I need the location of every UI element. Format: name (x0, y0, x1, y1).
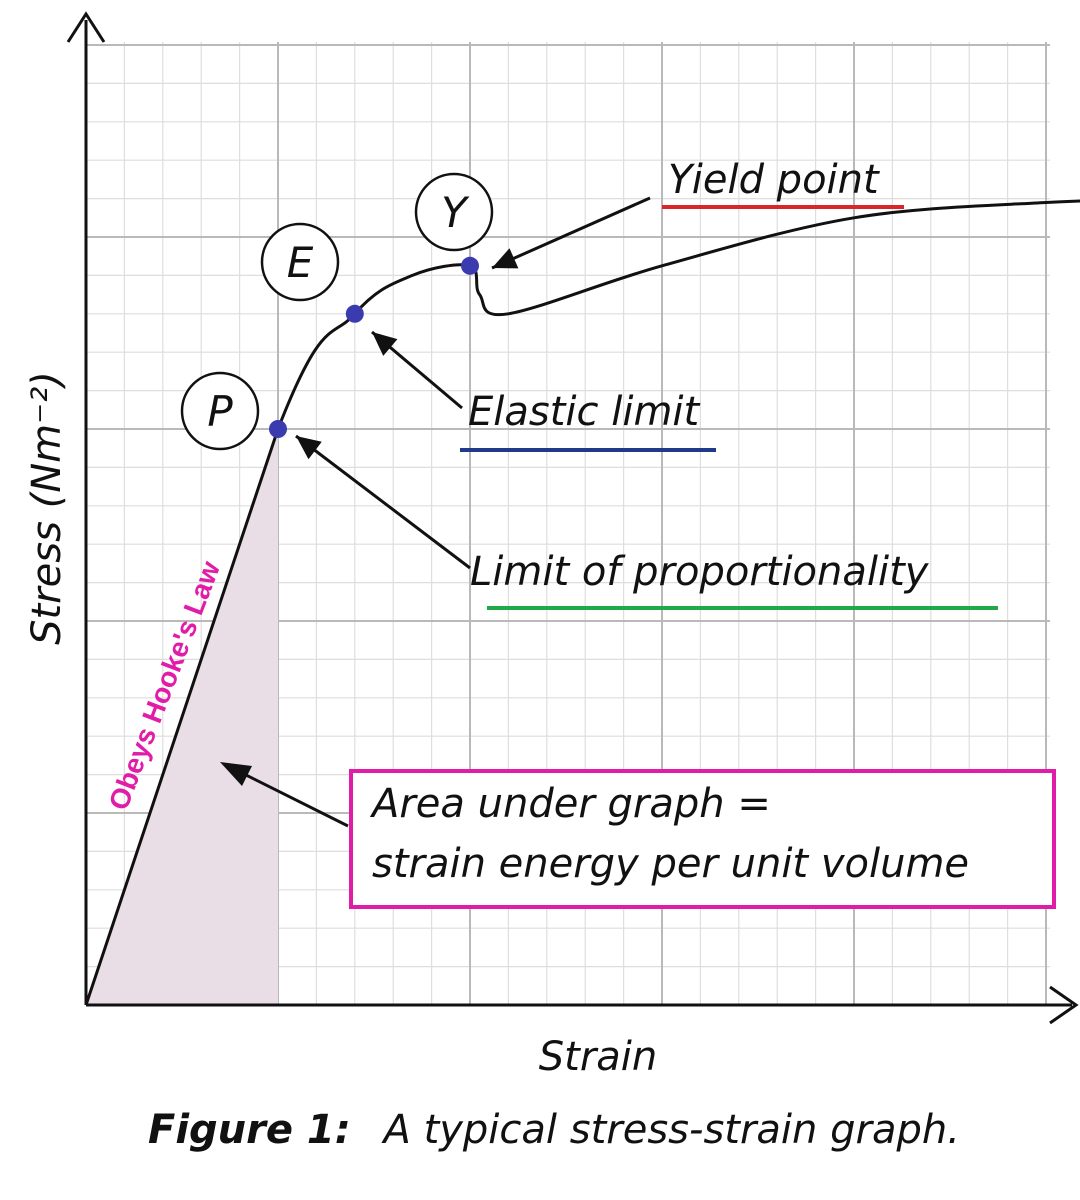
area-note-box (349, 769, 1056, 909)
point-label-p: P (207, 387, 233, 436)
annotation-arrowhead-e (372, 332, 398, 356)
annotation-arrowhead-p (296, 436, 322, 460)
area-note-line-1: Area under graph = (369, 781, 771, 827)
area-note-line-2: strain energy per unit volume (372, 841, 969, 887)
annotation-y: Yield point (668, 157, 880, 203)
y-axis-arrowhead (66, 11, 106, 43)
x-axis-title: Strain (539, 1034, 658, 1080)
stress-strain-curve (84, 199, 1080, 1006)
caption-text: A typical stress-strain graph. (380, 1107, 959, 1153)
annotation-arrow-p (295, 434, 471, 570)
annotation-e: Elastic limit (468, 389, 701, 435)
area-note-arrowhead (220, 762, 252, 786)
point-e (345, 304, 364, 323)
chart-marks: P Limit of proportionality E Elastic limit Y… (180, 157, 998, 610)
figure-caption: Figure 1: A typical stress-strain graph. (148, 1107, 960, 1153)
x-axis-arrowhead (1049, 985, 1079, 1025)
point-label-circle-y (414, 172, 494, 252)
annotation-arrow-y (491, 196, 651, 270)
area-note-arrow (231, 766, 349, 828)
point-label-e: E (287, 238, 314, 287)
point-group-y: Y Yield point (414, 157, 904, 275)
point-label-circle-e (260, 222, 340, 302)
point-label-circle-p (180, 371, 260, 451)
point-group-p: P Limit of proportionality (180, 371, 998, 610)
point-y (461, 256, 479, 275)
point-p (269, 420, 287, 438)
annotation-p: Limit of proportionality (470, 549, 930, 595)
annotation-arrowhead-y (492, 248, 519, 269)
caption-label: Figure 1: (148, 1107, 351, 1153)
point-label-y: Y (441, 188, 470, 237)
point-group-e: E Elastic limit (260, 222, 716, 452)
y-axis-title: Stress (Nm⁻²) (24, 371, 70, 645)
